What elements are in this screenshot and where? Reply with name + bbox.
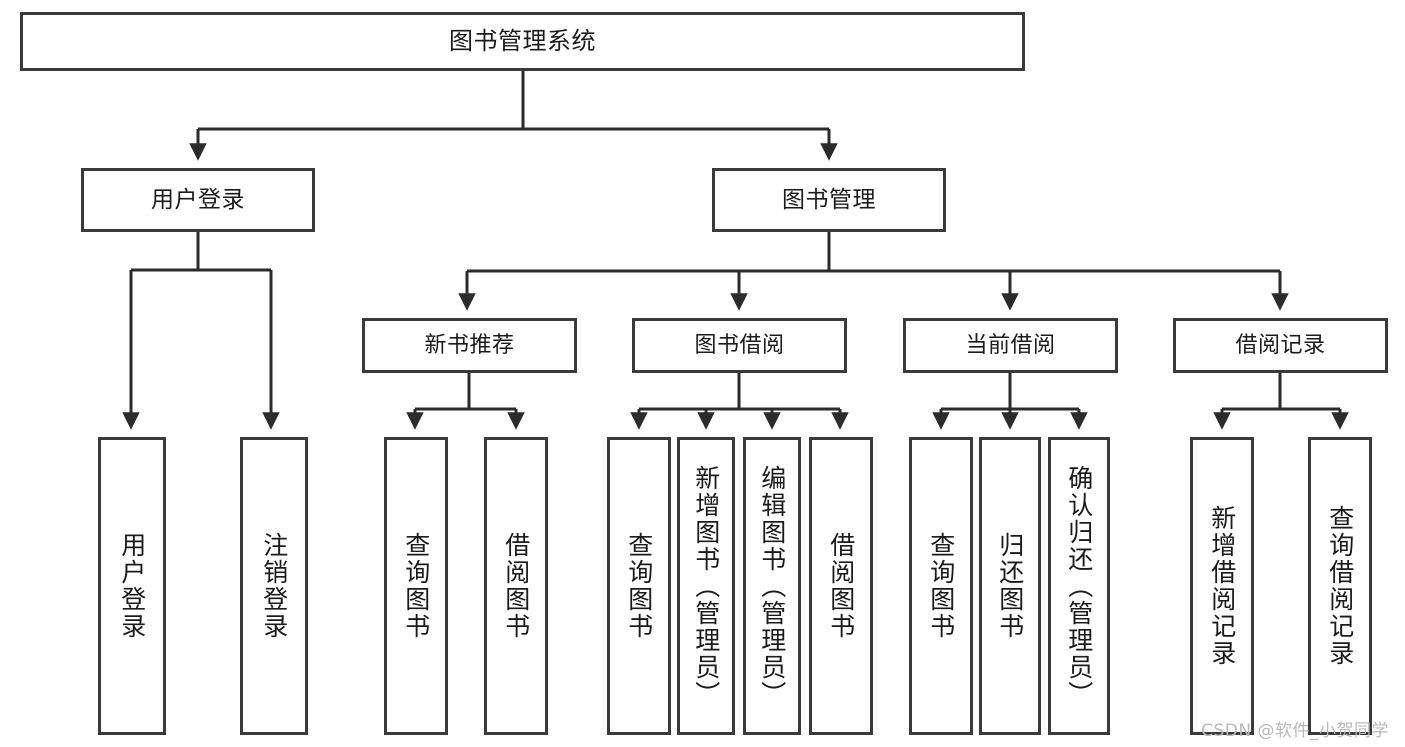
node-label: 查询图书 [926, 532, 956, 640]
node-user-login[interactable]: 用户登录 [81, 168, 315, 232]
node-label: 用户登录 [117, 532, 147, 640]
node-borrow-record[interactable]: 借阅记录 [1173, 318, 1388, 373]
node-label: 借阅记录 [1235, 332, 1326, 358]
node-label: 用户登录 [151, 186, 245, 213]
node-label: 新增图书（管理员） [691, 464, 721, 708]
leaf-query-borrow-record[interactable]: 查询借阅记录 [1308, 437, 1372, 735]
csdn-watermark: CSDN @软件_小贺同学 [1201, 721, 1389, 741]
node-label: 当前借阅 [965, 332, 1056, 358]
node-label: 查询借阅记录 [1325, 505, 1355, 667]
leaf-query-book-borrow[interactable]: 查询图书 [607, 437, 671, 735]
leaf-logout[interactable]: 注销登录 [240, 437, 308, 735]
node-label: 查询图书 [624, 532, 654, 640]
node-label: 借阅图书 [826, 532, 856, 640]
leaf-return-book[interactable]: 归还图书 [979, 437, 1041, 735]
node-label: 图书管理 [782, 186, 876, 213]
node-label: 确认归还（管理员） [1064, 464, 1094, 708]
leaf-add-book-admin[interactable]: 新增图书（管理员） [677, 437, 735, 735]
leaf-add-borrow-record[interactable]: 新增借阅记录 [1190, 437, 1254, 735]
node-label: 图书管理系统 [449, 26, 596, 55]
node-label: 注销登录 [259, 532, 289, 640]
node-label: 新书推荐 [424, 332, 515, 358]
leaf-borrow-book-new[interactable]: 借阅图书 [484, 437, 548, 735]
node-current-borrow[interactable]: 当前借阅 [903, 318, 1118, 373]
leaf-user-login[interactable]: 用户登录 [98, 437, 166, 735]
node-label: 图书借阅 [694, 332, 785, 358]
node-label: 查询图书 [401, 532, 431, 640]
node-label: 编辑图书（管理员） [757, 464, 787, 708]
leaf-borrow-book[interactable]: 借阅图书 [809, 437, 873, 735]
node-root-system[interactable]: 图书管理系统 [20, 12, 1025, 71]
node-label: 新增借阅记录 [1207, 505, 1237, 667]
node-label: 借阅图书 [501, 532, 531, 640]
leaf-edit-book-admin[interactable]: 编辑图书（管理员） [743, 437, 801, 735]
node-book-borrow[interactable]: 图书借阅 [632, 318, 847, 373]
node-label: 归还图书 [995, 532, 1025, 640]
leaf-query-book-new[interactable]: 查询图书 [384, 437, 448, 735]
node-new-book-recommend[interactable]: 新书推荐 [362, 318, 577, 373]
leaf-confirm-return-admin[interactable]: 确认归还（管理员） [1048, 437, 1110, 735]
leaf-query-book-current[interactable]: 查询图书 [909, 437, 973, 735]
node-book-management[interactable]: 图书管理 [712, 168, 946, 232]
